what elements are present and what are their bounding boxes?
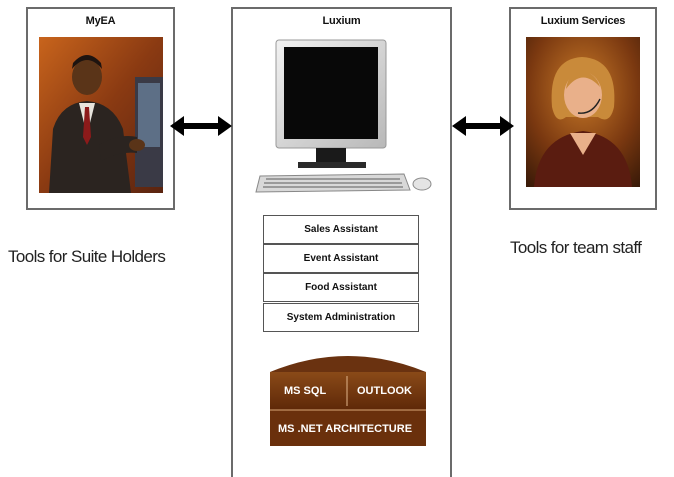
module-sales-assistant: Sales Assistant bbox=[263, 215, 419, 244]
module-event-assistant: Event Assistant bbox=[263, 244, 419, 273]
luxium-services-title: Luxium Services bbox=[540, 15, 626, 27]
team-staff-caption: Tools for team staff bbox=[510, 238, 642, 257]
double-arrow-icon bbox=[452, 115, 514, 137]
module-system-administration: System Administration bbox=[263, 303, 419, 332]
ms-sql-label: MS SQL bbox=[284, 385, 326, 397]
suite-holders-caption: Tools for Suite Holders bbox=[8, 247, 166, 266]
module-food-assistant: Food Assistant bbox=[263, 273, 419, 302]
architecture-house-icon: MS SQL OUTLOOK MS .NET ARCHITECTURE bbox=[268, 346, 428, 448]
dotnet-architecture-label: MS .NET ARCHITECTURE bbox=[278, 423, 412, 435]
luxium-services-panel: Luxium Services bbox=[509, 7, 657, 210]
support-agent-icon bbox=[526, 37, 640, 187]
myea-panel: MyEA bbox=[26, 7, 175, 210]
double-arrow-icon bbox=[170, 115, 232, 137]
luxium-title: Luxium bbox=[322, 15, 361, 27]
computer-workstation-icon bbox=[254, 38, 434, 200]
myea-title: MyEA bbox=[85, 15, 116, 27]
person-at-computer-icon bbox=[39, 37, 163, 193]
outlook-label: OUTLOOK bbox=[357, 385, 412, 397]
